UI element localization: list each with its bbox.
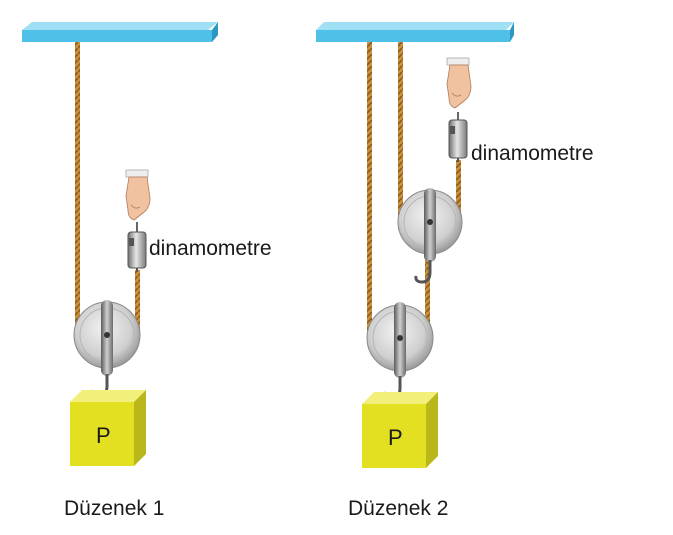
block-label: P xyxy=(96,423,111,448)
upper-pulley xyxy=(397,188,463,262)
ceiling-bar xyxy=(316,22,514,42)
rope-middle xyxy=(398,42,403,230)
block-label: P xyxy=(388,425,403,450)
setup-2: P dinamometre Düzenek 2 xyxy=(316,22,594,520)
rope-left xyxy=(75,42,80,332)
rope-left xyxy=(367,42,372,340)
dynamometer xyxy=(127,222,147,272)
rope-connector xyxy=(425,245,430,340)
hand-icon xyxy=(125,169,151,221)
setup-1: P dinamometre Düzenek 1 xyxy=(22,22,272,520)
rope-right xyxy=(456,160,461,230)
dynamometer-label: dinamometre xyxy=(149,237,272,260)
dynamometer xyxy=(448,112,468,162)
lower-pulley xyxy=(366,302,434,378)
pulley-hook xyxy=(414,260,432,284)
setup-caption: Düzenek 2 xyxy=(348,497,448,520)
ceiling-bar xyxy=(22,22,218,42)
pulley xyxy=(73,300,141,376)
dynamometer-label: dinamometre xyxy=(471,142,594,165)
block: P xyxy=(362,392,438,468)
block: P xyxy=(70,390,146,466)
hand-icon xyxy=(446,57,472,109)
rope-right xyxy=(135,270,140,332)
setup-caption: Düzenek 1 xyxy=(64,497,164,520)
